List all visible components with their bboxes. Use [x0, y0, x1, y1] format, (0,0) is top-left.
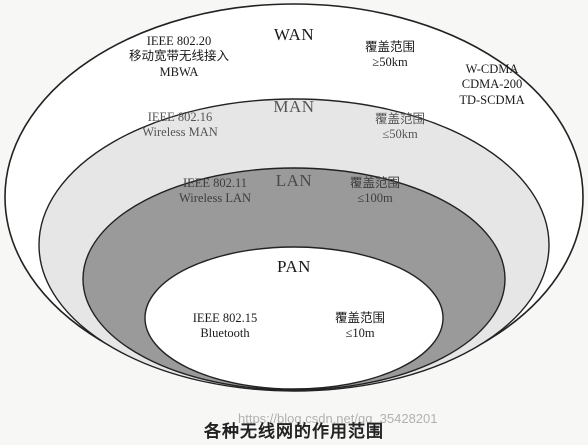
pan-ellipse [144, 246, 444, 390]
pan-standard: IEEE 802.15 Bluetooth [192, 311, 258, 341]
figure-caption: 各种无线网的作用范围 [204, 422, 384, 442]
lan-label: LAN [275, 171, 313, 190]
lan-coverage: 覆盖范围 ≤100m [349, 176, 400, 206]
watermark: https://blog.csdn.net/qq_35428201 [238, 411, 438, 426]
man-standard: IEEE 802.16 Wireless MAN [142, 110, 218, 140]
man-label: MAN [273, 97, 315, 116]
wan-label: WAN [273, 25, 315, 44]
wan-coverage: 覆盖范围 ≥50km [364, 40, 415, 70]
pan-label: PAN [277, 257, 311, 276]
lan-standard: IEEE 802.11 Wireless LAN [178, 176, 252, 206]
man-coverage: 覆盖范围 ≤50km [374, 112, 425, 142]
wan-cellular-techs: W-CDMA CDMA-200 TD-SCDMA [459, 62, 525, 107]
pan-coverage: 覆盖范围 ≤10m [334, 311, 385, 341]
wan-standard: IEEE 802.20 移动宽带无线接入 MBWA [128, 34, 229, 79]
